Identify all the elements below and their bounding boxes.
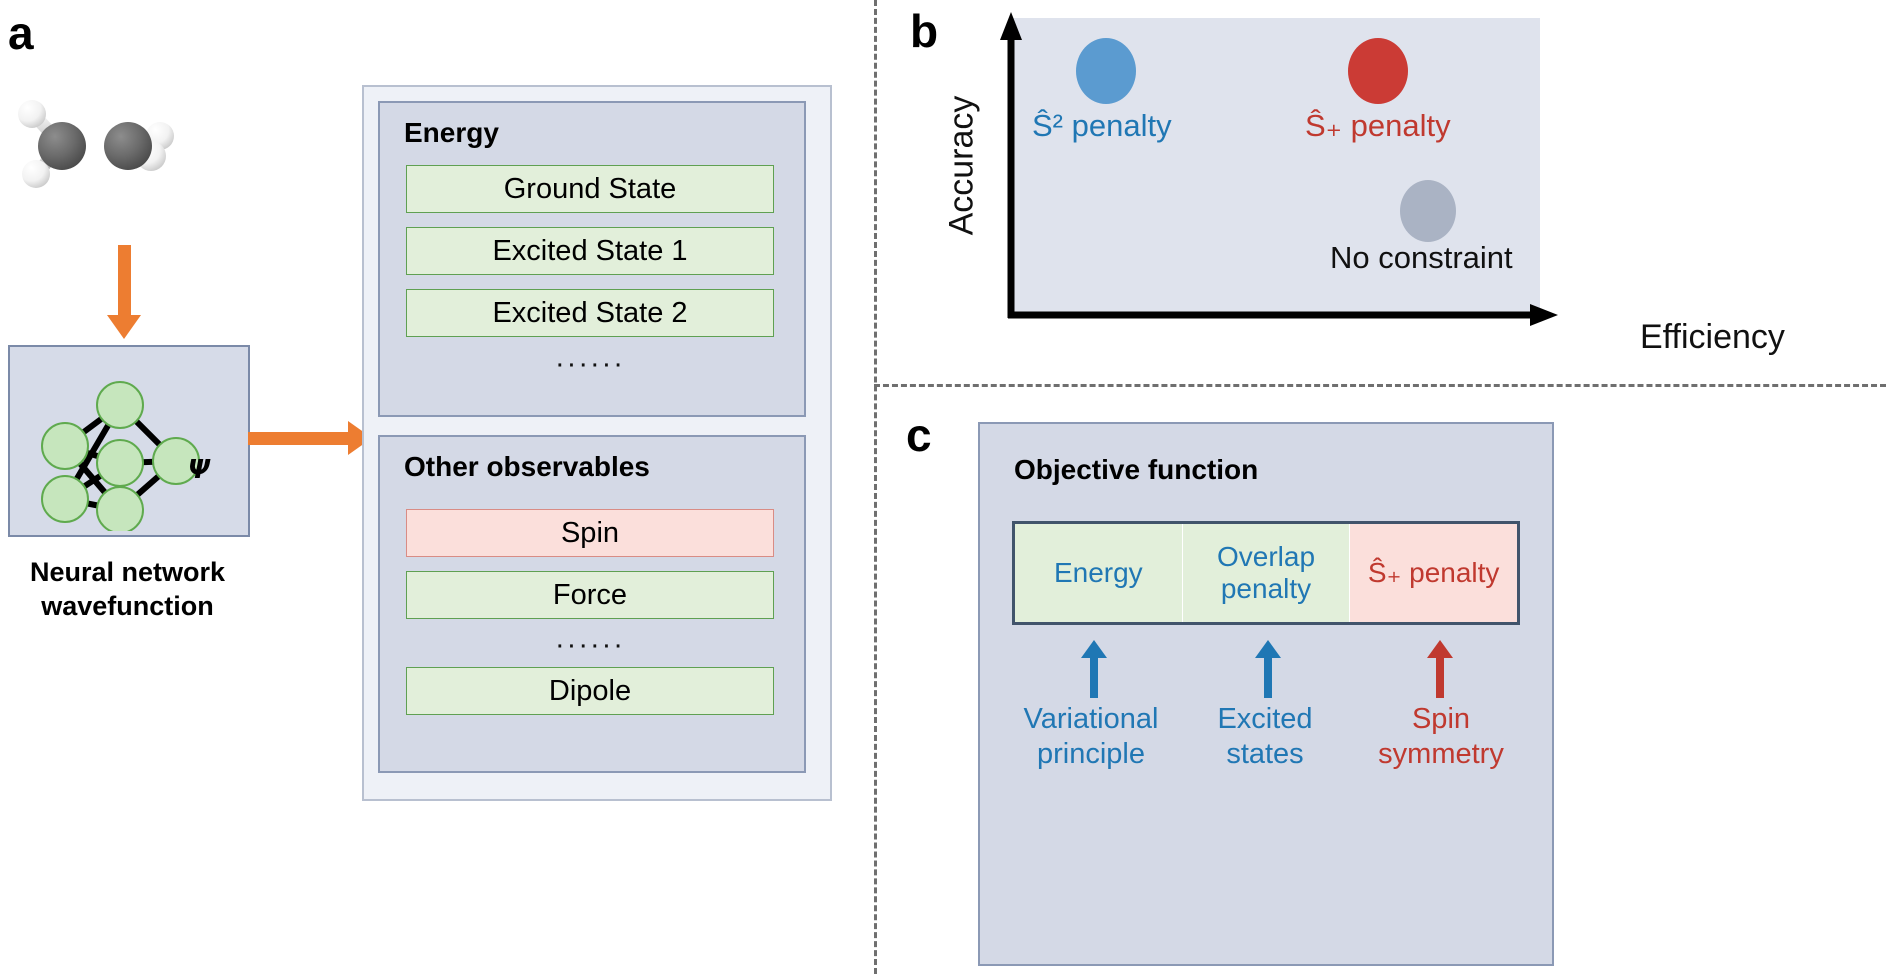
energy-panel: Energy Ground State Excited State 1 Exci… [378, 101, 806, 417]
bubble-no-constraint[interactable] [1400, 180, 1456, 242]
panel-b-axes [1000, 12, 1558, 326]
observables-panel-title: Other observables [404, 451, 650, 482]
arrow-excited-states [1255, 640, 1281, 698]
observable-item-force[interactable]: Force [406, 571, 774, 619]
label-s2-penalty: Ŝ² penalty [1032, 108, 1172, 143]
neural-network-diagram [41, 381, 200, 531]
neural-network-caption: Neural network wavefunction [0, 556, 255, 624]
energy-item-ground-state[interactable]: Ground State [406, 165, 774, 213]
panel-letter-a: a [8, 7, 34, 59]
energy-item-excited-state-1[interactable]: Excited State 1 [406, 227, 774, 275]
nn-caption-line2: wavefunction [41, 590, 214, 621]
term-s-plus-penalty[interactable]: Ŝ₊ penalty [1350, 524, 1518, 622]
term-energy[interactable]: Energy [1015, 524, 1182, 622]
bubble-s-plus-penalty[interactable] [1348, 38, 1408, 104]
objective-function-title: Objective function [1014, 454, 1259, 485]
caption-variational-line2: principle [1037, 737, 1145, 770]
term-divider-2 [1349, 524, 1351, 622]
panel-letter-c: c [906, 409, 932, 461]
panel-b-y-axis-label: Accuracy [942, 95, 981, 235]
observable-item-dipole[interactable]: Dipole [406, 667, 774, 715]
energy-ellipsis: ······ [555, 348, 625, 380]
panel-letter-b: b [910, 5, 939, 57]
bubble-s2-penalty[interactable] [1076, 38, 1136, 104]
term-divider-1 [1181, 524, 1183, 622]
ethylene-molecule-image [10, 70, 250, 240]
caption-excited-line1: Excited [1217, 703, 1313, 735]
results-card: Energy Ground State Excited State 1 Exci… [362, 85, 832, 801]
term-overlap-line1: Overlap [1216, 541, 1316, 573]
energy-panel-title: Energy [404, 117, 499, 148]
vertical-divider [874, 0, 877, 974]
caption-spin-line1: Spin [1411, 703, 1471, 735]
caption-spin-symmetry: Spin symmetry [1352, 702, 1530, 772]
observables-panel: Other observables Spin Force ······ Dipo… [378, 435, 806, 773]
panel-b-x-axis-label: Efficiency [1640, 318, 1785, 356]
arrow-variational-principle [1081, 640, 1107, 698]
neural-network-box: Ψ [8, 345, 250, 537]
horizontal-divider [874, 384, 1886, 387]
term-overlap-line2: penalty [1220, 573, 1312, 604]
caption-excited-line2: states [1226, 737, 1304, 770]
observable-item-spin[interactable]: Spin [406, 509, 774, 557]
arrow-spin-symmetry [1427, 640, 1453, 698]
nn-caption-line1: Neural network [29, 557, 226, 587]
caption-variational-principle: Variational principle [996, 702, 1186, 772]
label-s-plus-penalty: Ŝ₊ penalty [1305, 108, 1451, 143]
wavefunction-symbol: Ψ [188, 455, 211, 485]
observables-ellipsis: ······ [555, 629, 625, 661]
caption-variational-line1: Variational [1023, 703, 1159, 735]
label-no-constraint: No constraint [1330, 240, 1513, 275]
energy-item-excited-state-2[interactable]: Excited State 2 [406, 289, 774, 337]
caption-spin-line2: symmetry [1378, 737, 1504, 770]
caption-excited-states: Excited states [1176, 702, 1354, 772]
